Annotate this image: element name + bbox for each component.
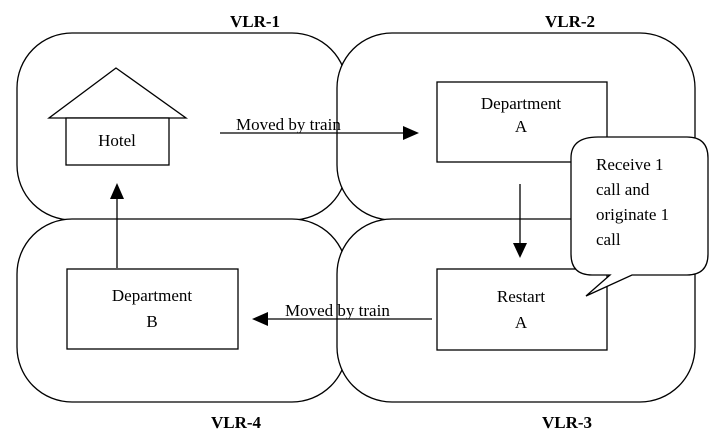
hotel-node: Hotel (47, 67, 189, 166)
department-b-line-2: B (146, 312, 157, 331)
moved-by-train-label-bottom: Moved by train (285, 301, 390, 320)
hotel-label: Hotel (98, 131, 136, 150)
arrowhead-icon (110, 183, 124, 199)
arrow-hotel-to-department-a (220, 126, 419, 140)
arrow-department-b-to-hotel (110, 183, 124, 268)
vlr-4-label: VLR-4 (211, 413, 262, 432)
callout-line-1: Receive 1 (596, 155, 664, 174)
vlr-2-label: VLR-2 (545, 12, 595, 31)
callout-line-2: call and (596, 180, 650, 199)
arrow-department-a-to-restart-a (513, 184, 527, 258)
restart-a-box (436, 268, 608, 351)
arrowhead-icon (252, 312, 268, 326)
hotel-box (65, 117, 170, 166)
restart-a-line-1: Restart (497, 287, 545, 306)
restart-a-line-2: A (515, 313, 528, 332)
arrowhead-icon (513, 243, 527, 258)
vlr-1-label: VLR-1 (230, 12, 280, 31)
callout-line-4: call (596, 230, 621, 249)
department-b-line-1: Department (112, 286, 193, 305)
call-callout: Receive 1 call and originate 1 call (570, 136, 709, 297)
department-a-line-1: Department (481, 94, 562, 113)
department-b-box (66, 268, 239, 350)
department-b-node: Department B (66, 268, 239, 350)
callout-line-3: originate 1 (596, 205, 669, 224)
callout-bubble (570, 136, 709, 297)
arrowhead-icon (403, 126, 419, 140)
moved-by-train-label-top: Moved by train (236, 115, 341, 134)
arrow-restart-a-to-department-b (252, 312, 432, 326)
restart-a-node: Restart A (436, 268, 608, 351)
vlr-3-label: VLR-3 (542, 413, 592, 432)
department-a-line-2: A (515, 117, 528, 136)
